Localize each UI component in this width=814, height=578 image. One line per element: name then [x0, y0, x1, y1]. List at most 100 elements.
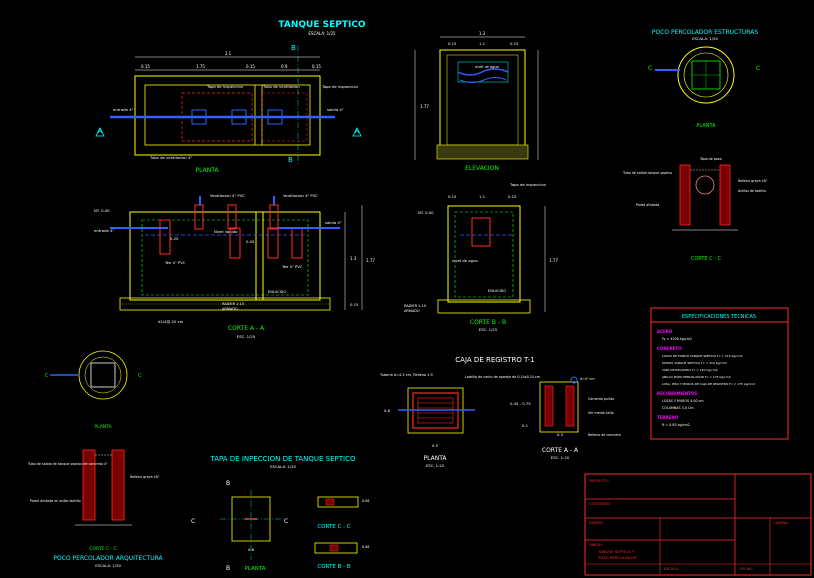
bb-note-radier: RADIER 1:10 [404, 304, 426, 308]
tank-section-bb: Tapa de inspeccion 0.15 1.1 0.15 NT. 0.0… [404, 182, 558, 332]
specs-terreno-1: ft = 0.85 kg/cm2 [662, 423, 690, 427]
registro-dim-range: 0.45 - 0.75 [510, 401, 531, 406]
aa-note-inlet: entrada 4" [94, 228, 114, 233]
perc-struct-title: POCO PERCOLADOR ESTRUCTURAS [652, 29, 758, 36]
registro-dim-w: 0.5 [432, 443, 439, 448]
bb-note-nt: NT. 0.00 [418, 210, 434, 215]
inspection-cover: TAPA DE INPECCION DE TANQUE SEPTICO ESCA… [191, 455, 369, 572]
bb-note-armado: ARMADO [404, 309, 420, 313]
perc-struct-note-lid: Tapa de pozo [699, 157, 722, 161]
elev-dim-inner: 1.1 [479, 41, 486, 46]
cover-mark-b2: B [226, 565, 230, 572]
perc-struct-plan-label: PLANTA [696, 123, 716, 129]
registro-dim-h: 0.6 [384, 408, 391, 413]
aa-note-vent1: Ventilacion 4" PVC [210, 193, 245, 198]
tank-plan-note-outlet: salida 4" [327, 107, 344, 112]
perc-struct-mark-c1: C [648, 65, 652, 72]
cover-mark-b1: B [226, 480, 230, 487]
cover-b-dim: 0.06 [362, 545, 369, 549]
aa-label: CORTE A - A [228, 325, 265, 332]
tank-title: TANQUE SEPTICO [278, 20, 365, 30]
registro-note-cana: Ver media caña [588, 411, 614, 415]
specs-heading-concreto: CONCRETO [657, 346, 682, 351]
registro-section-scale: ESC. 1:20 [551, 455, 570, 460]
specs-recub-1: LOSAS Y MUROS 4.00 cm [662, 399, 704, 403]
title-block: PROYECTO: CONTENIDO: DISEÑO: DIBUJO: ESC… [584, 473, 812, 576]
tank-plan-label: PLANTA [196, 167, 220, 174]
aa-scale: ESC. 1/25 [237, 334, 256, 339]
tank-plan-dim-1: 0.15 [141, 64, 150, 69]
perc-arch-mark-c2: C [138, 373, 142, 379]
registro-note-brick: Ladrillo de canto de aparejo de 0.14x0.2… [465, 375, 540, 379]
elev-label: ELEVACION [465, 165, 499, 172]
perc-struct-note-ring: Anillos de ladrillo [738, 189, 766, 193]
tank-plan-note-ventpipe: Tubo de ventilacion 4" [149, 155, 192, 160]
specs-concreto-5: LOSA, PISO Y MUROS DE CAJA DE REGISTRO f… [662, 382, 755, 386]
section-mark-a-right: A [355, 128, 360, 135]
tb-label-lamina: LAMINA: [774, 521, 789, 525]
perc-struct-section-label: CORTE C - C [691, 256, 722, 262]
tank-plan-dim-total: 3.1 [225, 51, 232, 56]
cover-section-b-label: CORTE B - B [317, 564, 350, 570]
perc-arch-plan-label: PLANTA [94, 424, 112, 430]
aa-note-rebar: d1/4@.20 cm [158, 319, 184, 324]
perc-arch-mark-c1: C [45, 373, 49, 379]
aa-note-tee2: Tee 4" PVC [281, 264, 303, 269]
bb-scale: ESC. 1/25 [479, 327, 498, 332]
bb-note-water: nivel de agua [452, 258, 478, 263]
aa-note-nt: NT. 0.00 [94, 208, 110, 213]
registro-dim-01: 0.1 [522, 423, 529, 428]
aa-note-enlucido: ENLUCIDO [268, 290, 286, 294]
registro-plan-label: PLANTA [424, 455, 448, 462]
tank-plan-dim-4: 0.9 [281, 64, 288, 69]
cover-dim-w: 0.6 [248, 547, 255, 552]
perc-arch-title: POCO PERCOLADOR ARQUITECTURA [53, 555, 163, 562]
registro-title: CAJA DE REGISTRO T-1 [455, 356, 534, 364]
specs-heading-recub: RECUBRIMIENTOS [657, 391, 697, 396]
cover-scale: ESCALA: 1/20 [270, 464, 296, 469]
elev-dim-wall1: 0.15 [448, 41, 457, 46]
specs-heading-terreno: TERRENO [657, 415, 679, 420]
tank-plan-note-lid2: Tapa de inspeccion [321, 84, 359, 89]
tb-label-dibujo: DIBUJO: [589, 543, 603, 547]
tank-plan-dim-2: 1.75 [196, 64, 205, 69]
bb-dim-wall2: 0.15 [508, 194, 517, 199]
aa-note-radier: RADIER 1:10 [222, 302, 244, 306]
registro-plan-scale: ESC. 1:20 [426, 463, 445, 468]
cover-section-c-label: CORTE C - C [317, 524, 350, 530]
tank-section-aa: Ventilacion 4" PVC Ventilacion 4" PVC NT… [94, 193, 375, 339]
specs-acero-1: Fy = 4200 kg/cm2 [662, 337, 692, 341]
aa-dim-2: 0.05 [246, 239, 255, 244]
bb-note-enlucido: ENLUCIDO [488, 289, 506, 293]
perc-arch-note-wall: Pared alistada en anillo ladrillo [30, 499, 81, 503]
aa-dim-slab: 0.15 [350, 302, 359, 307]
tb-content-2: POZO PERCOLADOR [598, 555, 637, 560]
tank-plan-view: TANQUE SEPTICO ESCALA: 1/25 3.1 0.15 1.7… [95, 20, 366, 174]
elev-dim-width: 1.3 [479, 31, 486, 36]
tank-plan-dim-3: 0.15 [246, 64, 255, 69]
cover-mark-c1: C [191, 518, 195, 525]
tb-label-diseno: DISEÑO: [589, 520, 604, 525]
percolator-architecture: C C PLANTA Tubo de salida de tanque sept… [27, 350, 164, 568]
aa-note-tee1: Tee 4" PVC [164, 260, 186, 265]
perc-arch-note-gravel: Relleno grava 40" [130, 475, 160, 479]
bb-label: CORTE B - B [470, 319, 506, 326]
tank-elevation: 1.3 0.15 1.1 0.15 nivel de agua 1.77 ELE… [414, 31, 539, 172]
cover-plan-label: PLANTA [244, 566, 265, 572]
section-mark-b-bottom: B [288, 156, 293, 164]
cover-mark-c2: C [284, 518, 288, 525]
specs-recub-2: COLUMNAS 3.0 Cm. [662, 406, 695, 410]
elev-note-water: nivel de agua [475, 65, 499, 69]
tb-label-fecha: FECHA: [740, 567, 753, 571]
registro-note-pulido: Cemento pulido [588, 397, 614, 401]
tb-label-contenido: CONTENIDO: [589, 502, 611, 506]
tb-content-1: TANQUE SEPTICO Y [597, 549, 635, 554]
specs-heading-acero: ACERO [657, 329, 673, 334]
specs-concreto-1: LOSAS DE FONDO TANQUE SEPTICO f'c = 210 … [662, 354, 743, 358]
tank-plan-note-lid1: Tapa de inspeccion [206, 84, 244, 89]
aa-note-vent2: Ventilacion 4" PVC [283, 193, 318, 198]
specs-concreto-2: MUROS TANQUE SEPTICO f'c = 210 kg/cm2 [662, 361, 727, 365]
section-mark-a-left: A [98, 128, 103, 135]
perc-arch-scale: ESCALA: 1/50 [95, 563, 121, 568]
